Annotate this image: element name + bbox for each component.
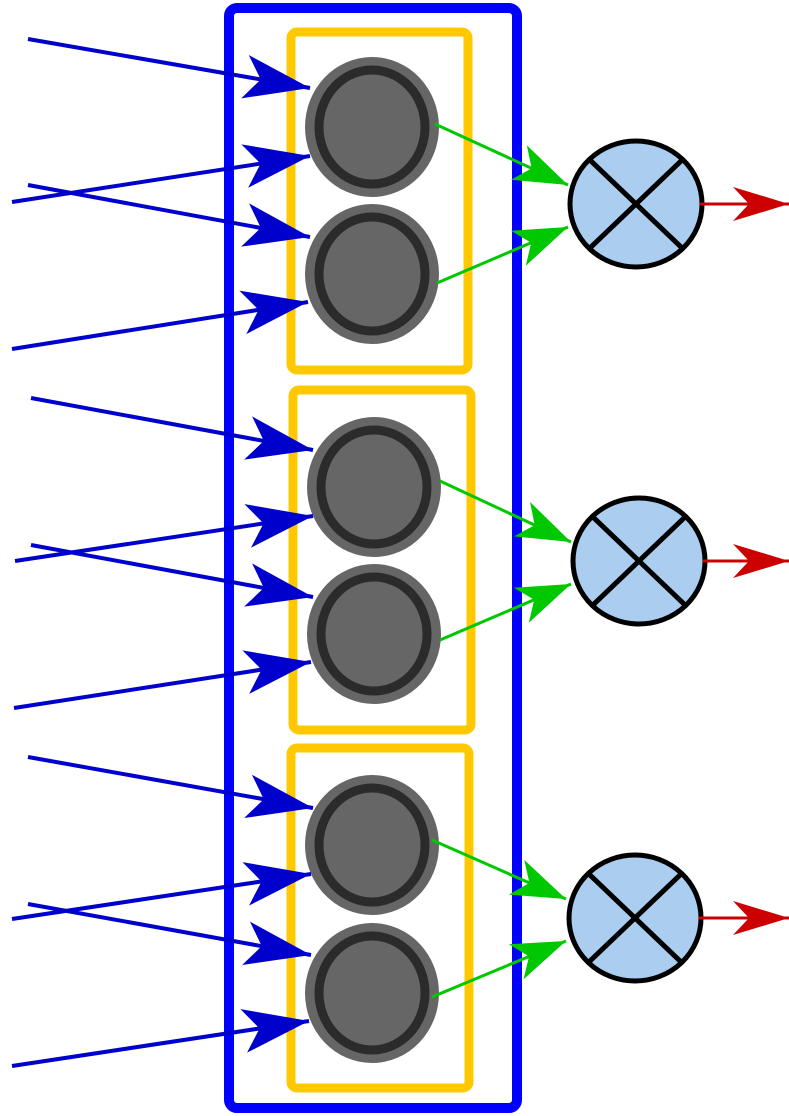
neuron-output-arrow-1-2 [436, 225, 569, 285]
neuron-ring-1-2 [314, 212, 430, 336]
group-box-1 [286, 27, 473, 375]
neuron-ring-3-2 [314, 931, 430, 1055]
input-arrow-2-2 [14, 504, 314, 563]
neuron-ring-2-1 [316, 425, 432, 549]
input-arrow-3-1 [27, 755, 314, 819]
input-arrow-1-4 [11, 290, 309, 351]
group-box-3 [286, 743, 474, 1093]
neuron-ring-2-2 [316, 572, 432, 696]
neuron-output-arrow-2-2 [439, 582, 572, 642]
group-box-2 [288, 385, 476, 735]
multiply-cross-icon [587, 157, 685, 251]
input-arrow-1-3 [27, 183, 311, 247]
neuron-output-arrow-3-2 [431, 939, 567, 999]
input-arrow-1-1 [27, 37, 311, 99]
multiply-cross-icon [590, 514, 688, 608]
neuron-output-arrow-1-1 [434, 122, 569, 187]
input-arrow-2-4 [13, 650, 312, 710]
input-arrow-2-1 [30, 396, 314, 460]
input-arrow-3-2 [11, 862, 312, 921]
neuron-output-arrow-2-1 [439, 479, 572, 544]
outer-layer-box [224, 3, 522, 1113]
multiply-cross-icon [586, 871, 684, 965]
input-arrow-3-3 [27, 902, 312, 965]
input-arrow-2-3 [30, 543, 314, 607]
neuron-output-arrow-3-1 [431, 838, 567, 901]
neuron-ring-1-1 [314, 65, 430, 189]
input-arrow-1-2 [11, 144, 311, 204]
neuron-ring-3-1 [314, 783, 430, 907]
input-arrow-3-4 [11, 1009, 310, 1068]
